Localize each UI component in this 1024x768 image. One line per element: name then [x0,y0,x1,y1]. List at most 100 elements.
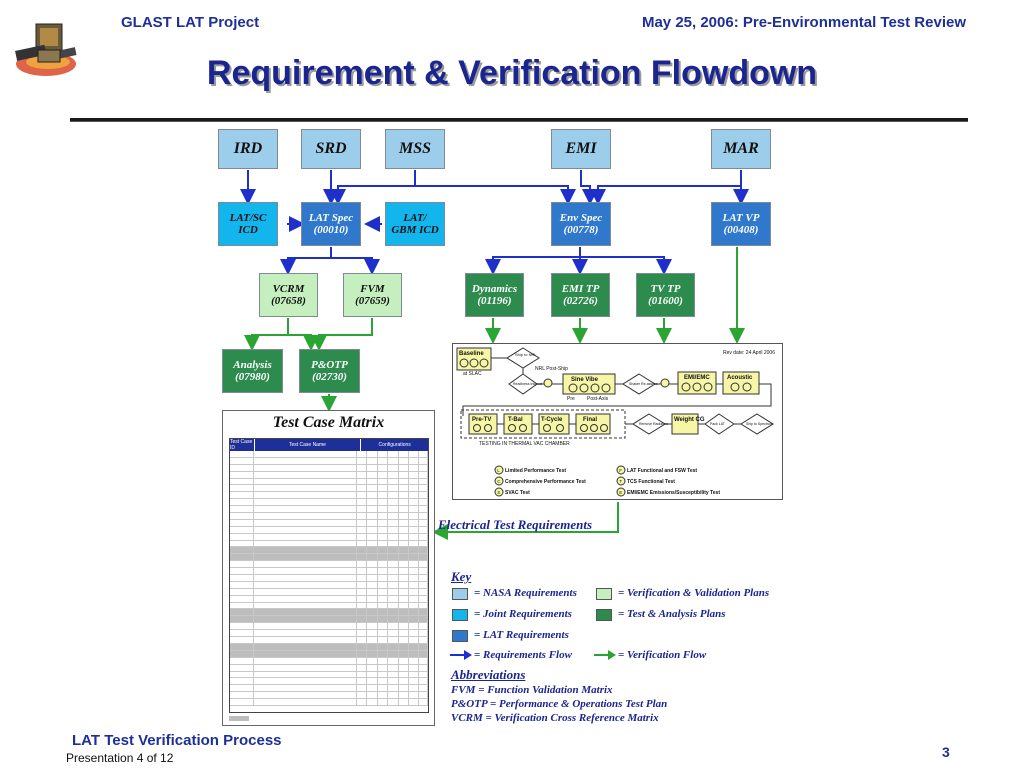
key-verification-flow: = Verification Flow [618,649,707,661]
tcm-row [230,650,428,658]
tcm-row [230,685,428,693]
tcm-row [230,623,428,631]
etr-emi-emc: EMI/EMC [684,375,710,381]
key-vv-plans: = Verification & Validation Plans [618,587,770,599]
key-swatch-joint [452,609,468,621]
key-swatch-lat [452,630,468,642]
tcm-col-name: Test Case Name [255,439,362,451]
etr-legend-marker [494,476,504,486]
etr-readiness-inspect: Readiness Inspect [513,382,542,386]
arrow-mar-envspec [590,170,742,205]
arrow-latspec-fvm [331,257,380,275]
tcm-row [230,526,428,534]
arrow-latspec-vcrm [280,247,332,275]
etr-legend-code: L [497,468,500,473]
arrow-envspec-dynamics [485,247,581,275]
etr-legend-text: TCS Functional Test [627,479,675,485]
srd-box: SRD [301,129,361,169]
tcm-row [230,471,428,479]
electrical-test-flow: Rev date: 24 April 2006 Baseline at SLAC… [452,343,783,500]
lat-spec-box: LAT Spec (00010) [301,202,361,246]
etr-legend-code: T [619,479,622,484]
key-joint-requirements: = Joint Requirements [474,608,572,620]
tcm-row [230,568,428,576]
etr-pack-lat: Pack LAT [710,422,726,426]
arrow-emi-envspec [580,170,598,205]
etr-rev-date: Rev date: 24 April 2006 [723,350,775,356]
abbr-fvm: FVM = Function Validation Matrix [451,684,613,696]
tcm-row [230,664,428,672]
tcm-row [230,506,428,514]
dynamics-box: Dynamics (01196) [465,273,524,317]
tcm-row [230,554,428,562]
lat-vp-box: LAT VP (00408) [711,202,771,246]
key-test-plans: = Test & Analysis Plans [618,608,726,620]
etr-legend-marker [616,487,626,497]
tcm-row [230,519,428,527]
tcm-col-configurations: Configurations [378,442,411,448]
lat-gbm-icd-box: LAT/ GBM ICD [385,202,445,246]
etr-legend-text: Limited Performance Test [505,468,566,474]
tcm-row [230,499,428,507]
glast-logo [10,14,80,84]
vcrm-box: VCRM (07658) [259,273,318,317]
tcm-footnote [229,716,249,721]
tcm-row [230,643,428,651]
tcm-row [230,657,428,665]
etr-testing-tvac: TESTING IN THERMAL VAC CHAMBER [479,441,570,447]
etr-baseline: Baseline [459,351,484,357]
tcm-row [230,575,428,582]
tcm-row [230,457,428,465]
tcm-row [230,540,428,548]
tcm-table: Test Case ID Test Case Name Configuratio… [229,438,429,713]
tcm-row [230,478,428,486]
tcm-row [230,595,428,603]
test-flow-diagram: Rev date: 24 April 2006 Baseline at SLAC… [456,347,775,497]
key-lat-requirements: = LAT Requirements [474,629,569,641]
abbreviations-title: Abbreviations [451,667,526,682]
tcm-row [230,630,428,638]
tcm-row [230,581,428,589]
abbr-vcrm: VCRM = Verification Cross Reference Matr… [451,712,659,724]
arrow-vcrm-analysis [244,318,289,351]
tcm-row [230,485,428,493]
tcm-row [230,678,428,686]
etr-legend-code: C [497,479,501,484]
etr-acoustic: Acoustic [727,375,753,381]
test-case-matrix: Test Case Matrix Test Case ID Test Case … [222,410,435,726]
key-swatch-nasa [452,588,468,600]
etr-ship-to-spectrum: Ship to Spectrum [746,422,773,426]
review-date: May 25, 2006: Pre-Environmental Test Rev… [641,14,966,31]
page-number: 3 [942,744,950,760]
ird-box: IRD [218,129,278,169]
etr-legend-code: E [619,490,622,495]
tcm-row [230,513,428,520]
etr-at-slac: at SLAC [463,371,482,377]
etr-legend-code: F [619,468,622,473]
etr-pre-tv: Pre-TV [472,417,491,423]
tcm-row [230,547,428,555]
presentation-number: Presentation 4 of 12 [66,751,174,765]
etr-remove-radiators: Remove Radiators [639,422,668,426]
etr-final: Final [583,417,597,423]
title-divider [70,118,968,122]
etr-label: Electrical Test Requirements [438,517,593,532]
env-spec-box: Env Spec (00778) [551,202,611,246]
tcm-row [230,561,428,569]
abbr-potp: P&OTP = Performance & Operations Test Pl… [451,698,668,710]
tcm-row [230,609,428,617]
tcm-rows [230,451,428,706]
key-requirements-flow: = Requirements Flow [474,649,572,661]
arrow-mss-latspec [330,170,416,205]
etr-legend-marker [494,465,504,475]
tcm-row [230,699,428,706]
key-title: Key [451,569,472,584]
tcm-col-id: Test Case ID [230,439,255,451]
key-swatch-vv-plans [596,588,612,600]
potp-box: P&OTP (02730) [299,349,360,393]
etr-sine-vibe: Sine Vibe [571,377,599,383]
etr-nrl-post-ship: NRL Post-Ship [535,366,568,372]
tcm-row [230,492,428,500]
tcm-row [230,451,428,458]
